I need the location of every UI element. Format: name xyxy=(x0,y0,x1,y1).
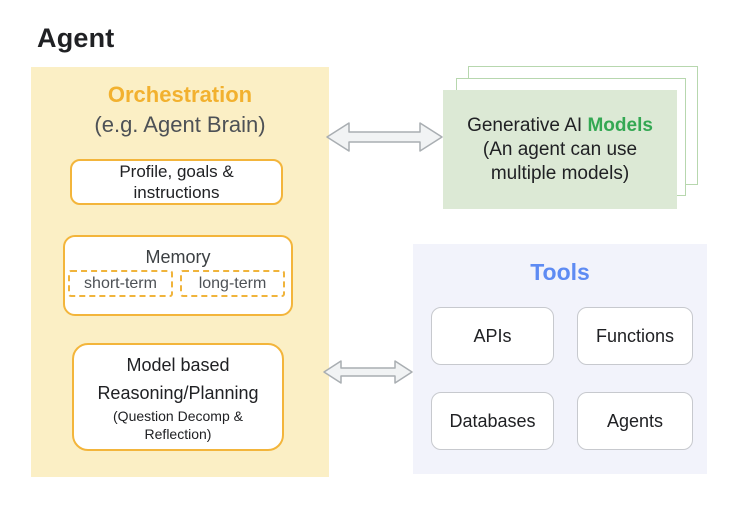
orchestration-panel: Orchestration (e.g. Agent Brain) Profile… xyxy=(31,67,329,477)
tools-panel: Tools APIs Functions Databases Agents xyxy=(413,244,707,474)
tool-box-databases: Databases xyxy=(431,392,554,450)
tools-title: Tools xyxy=(530,259,590,285)
reasoning-line2: Reasoning/Planning xyxy=(97,383,259,403)
reasoning-planning-box: Model based Reasoning/Planning (Question… xyxy=(72,343,284,451)
memory-label: Memory xyxy=(145,247,211,267)
bidirectional-arrow-icon xyxy=(326,122,443,152)
tool-label-functions: Functions xyxy=(595,325,675,346)
tool-box-apis: APIs xyxy=(431,307,554,365)
models-note-line2: multiple models) xyxy=(490,162,630,184)
tool-label-apis: APIs xyxy=(473,325,512,346)
models-note-line1: (An agent can use xyxy=(482,138,638,160)
long-term-memory-box: long-term xyxy=(180,270,285,297)
tool-box-agents: Agents xyxy=(577,392,693,450)
orchestration-subheading: (e.g. Agent Brain) xyxy=(94,112,266,137)
reasoning-note-line1: (Question Decomp & xyxy=(113,408,243,424)
reasoning-line1: Model based xyxy=(126,355,230,375)
profile-goals-label: Profile, goals & instructions xyxy=(119,162,234,202)
diagram-title: Agent xyxy=(37,23,115,53)
short-term-label: short-term xyxy=(84,274,157,292)
reasoning-note-line2: Reflection) xyxy=(144,426,212,442)
models-title: Generative AI Models xyxy=(467,114,653,138)
models-title-highlight: Models xyxy=(587,114,653,136)
models-title-prefix: Generative AI xyxy=(467,114,588,136)
short-term-memory-box: short-term xyxy=(68,270,173,297)
profile-goals-box: Profile, goals & instructions xyxy=(70,159,283,205)
orchestration-heading: Orchestration xyxy=(107,82,253,107)
tool-box-functions: Functions xyxy=(577,307,693,365)
bidirectional-arrow-icon xyxy=(323,360,413,384)
generative-ai-models-box: Generative AI Models (An agent can use m… xyxy=(443,90,677,209)
long-term-label: long-term xyxy=(198,274,267,292)
tool-label-databases: Databases xyxy=(449,410,536,431)
tool-label-agents: Agents xyxy=(606,410,664,431)
memory-box: Memory short-term long-term xyxy=(63,235,293,316)
